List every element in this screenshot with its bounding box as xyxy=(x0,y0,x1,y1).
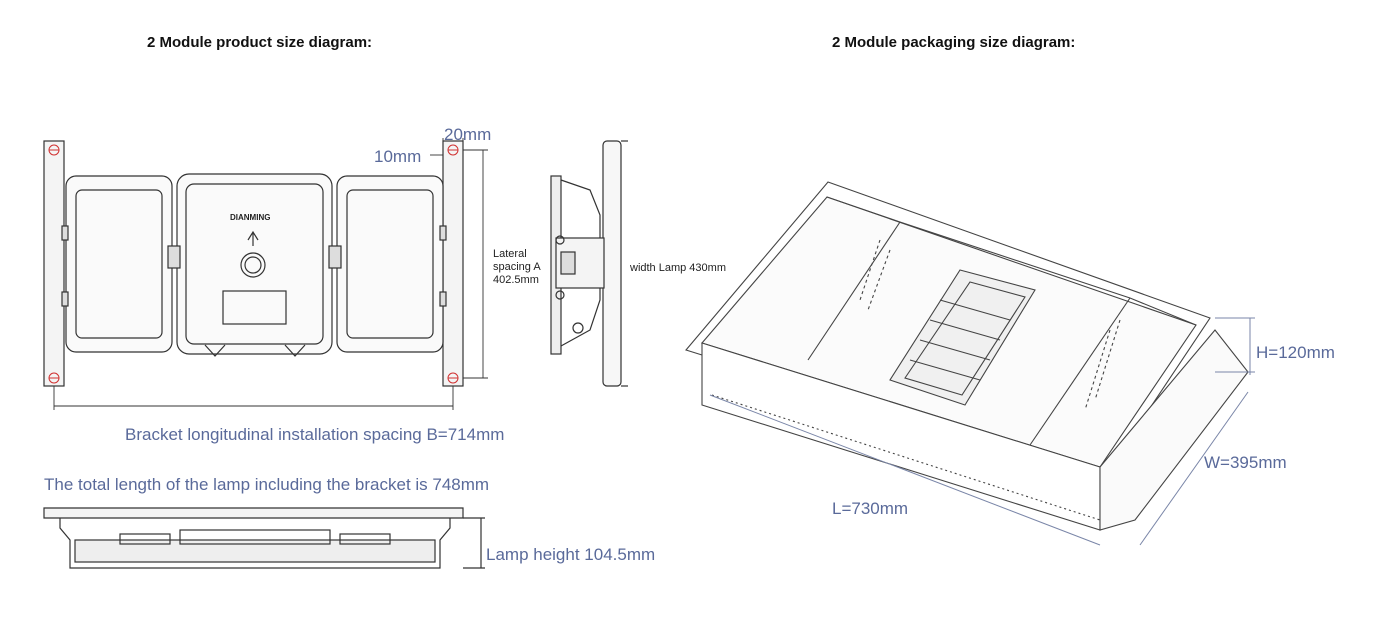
brand-mark-center: DIANMING xyxy=(230,213,271,222)
dim-20mm-label: 20mm xyxy=(444,125,492,144)
lamp-height-label: Lamp height 104.5mm xyxy=(486,545,656,564)
total-length-label: The total length of the lamp including t… xyxy=(44,475,490,494)
package-width-label: W=395mm xyxy=(1204,453,1287,472)
dim-10mm-label: 10mm xyxy=(374,147,422,166)
width-lamp-label: width Lamp 430mm xyxy=(630,262,726,274)
packaging-diagram-heading: 2 Module packaging size diagram: xyxy=(832,34,1076,51)
product-diagram-heading: 2 Module product size diagram: xyxy=(147,34,373,51)
package-length-label: L=730mm xyxy=(832,499,909,518)
lateral-spacing-label-1: Lateral xyxy=(493,248,527,260)
lateral-spacing-label-3: 402.5mm xyxy=(493,274,539,286)
lateral-spacing-label-2: spacing A xyxy=(493,261,541,273)
bracket-spacing-label: Bracket longitudinal installation spacin… xyxy=(125,425,505,444)
package-height-label: H=120mm xyxy=(1256,343,1335,362)
